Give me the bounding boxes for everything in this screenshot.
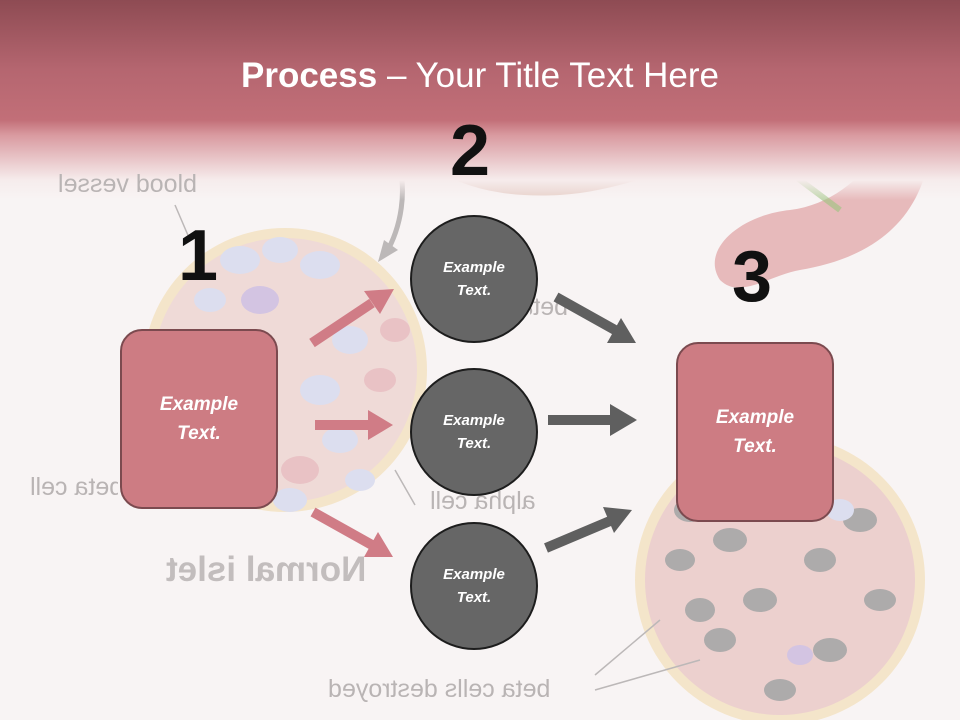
- gray-arrow-top-head: [607, 318, 636, 343]
- gray-arrows: [544, 292, 637, 553]
- left-text-box: Example Text.: [120, 329, 278, 509]
- circle-top-text: Example Text.: [443, 259, 505, 299]
- process-circle-bottom: Example Text.: [410, 522, 538, 650]
- title-bold: Process: [241, 56, 378, 95]
- circle-middle-text: Example Text.: [443, 412, 505, 452]
- pink-arrow-down-shaft: [310, 507, 375, 550]
- process-circle-middle: Example Text.: [410, 368, 538, 496]
- right-text-box: Example Text.: [676, 342, 834, 522]
- pink-arrow-down-head: [364, 532, 393, 557]
- step-number-2: 2: [450, 111, 491, 191]
- pink-arrow-mid-head: [368, 410, 393, 440]
- gray-arrow-bottom-shaft: [544, 516, 612, 553]
- circle-bottom-text: Example Text.: [443, 566, 505, 606]
- pink-arrow-up-head: [364, 289, 394, 314]
- process-circle-top: Example Text.: [410, 215, 538, 343]
- title-dash: –: [377, 56, 416, 95]
- right-box-text: Example Text.: [715, 407, 795, 457]
- step-number-3: 3: [732, 237, 773, 317]
- page-title: Process – Your Title Text Here: [0, 56, 960, 96]
- gray-arrow-bottom-head: [603, 507, 632, 533]
- title-rest: Your Title Text Here: [415, 56, 720, 95]
- curved-pointer-head: [378, 240, 398, 262]
- pink-arrow-up-shaft: [309, 298, 375, 348]
- left-box-text: Example Text.: [159, 394, 239, 444]
- gray-arrow-mid-head: [610, 404, 637, 436]
- title-banner: [0, 0, 960, 200]
- gray-arrow-top-shaft: [553, 292, 618, 335]
- step-number-1: 1: [178, 216, 219, 296]
- pink-arrows: [309, 289, 394, 557]
